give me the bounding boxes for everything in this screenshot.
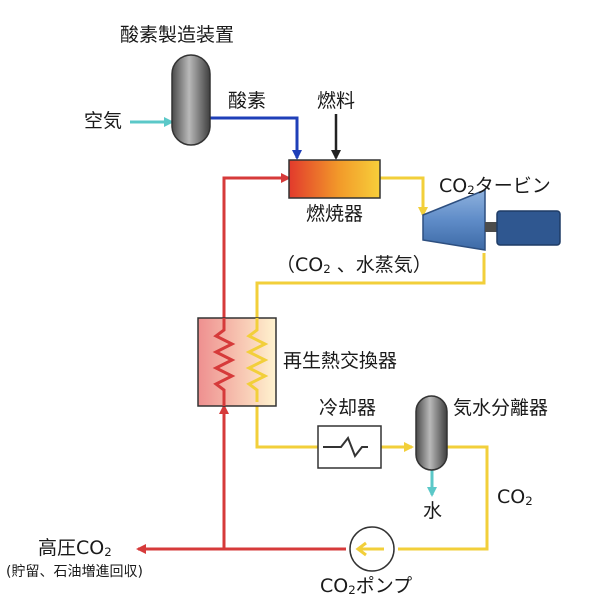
pump-label: CO2ポンプ: [320, 577, 412, 597]
oxygen-plant-label: 酸素製造装置: [120, 24, 235, 46]
hp-label-sub: 2: [104, 544, 112, 559]
combustor-to-turbine-line: [380, 176, 428, 217]
co2-label-prefix: CO: [497, 486, 526, 508]
combustor: [288, 159, 381, 199]
turbine-label-prefix: CO: [439, 175, 468, 197]
fuel-label: 燃料: [317, 90, 356, 112]
turbine-label: CO2タービン: [439, 177, 551, 197]
exhaust-label-prefix: （CO: [276, 254, 324, 276]
exhaust-label-sub: 2: [323, 261, 331, 276]
oxygen-line: [210, 116, 302, 160]
regen-hx-label: 再生熱交換器: [283, 350, 398, 372]
recycle-co2-line: [222, 173, 291, 318]
water-label: 水: [423, 500, 443, 522]
oxygen-label: 酸素: [228, 90, 267, 112]
cooler-label: 冷却器: [319, 397, 377, 419]
pump-label-sub: 2: [348, 582, 356, 597]
combustor-label: 燃焼器: [306, 203, 364, 225]
storage-eor-note: (貯留、石油増進回収): [6, 564, 143, 580]
separator-label: 気水分離器: [453, 397, 549, 419]
co2-turbine: [422, 188, 561, 251]
exhaust-label-suffix: 、水蒸気）: [330, 254, 432, 276]
high-pressure-co2-label: 高圧CO2: [38, 539, 112, 559]
air-label: 空気: [84, 110, 123, 132]
oxygen-plant-vessel: [171, 54, 211, 146]
pump-label-suffix: ポンプ: [355, 575, 413, 597]
turbine-label-sub: 2: [467, 182, 475, 197]
exhaust-label: （CO2 、水蒸気）: [276, 256, 432, 276]
turbine-exhaust-line: [255, 253, 486, 318]
turbine-label-suffix: タービン: [474, 175, 551, 197]
cooler: [317, 425, 382, 469]
co2-pump: [349, 526, 395, 572]
hp-label-prefix: 高圧CO: [38, 537, 105, 559]
regenerative-heat-exchanger: [197, 317, 277, 407]
separator-to-pump-line: [398, 445, 489, 551]
co2-label-sub: 2: [525, 493, 533, 508]
co2-label: CO2: [497, 488, 533, 508]
pump-label-prefix: CO: [320, 575, 349, 597]
separator-vessel: [415, 395, 448, 471]
